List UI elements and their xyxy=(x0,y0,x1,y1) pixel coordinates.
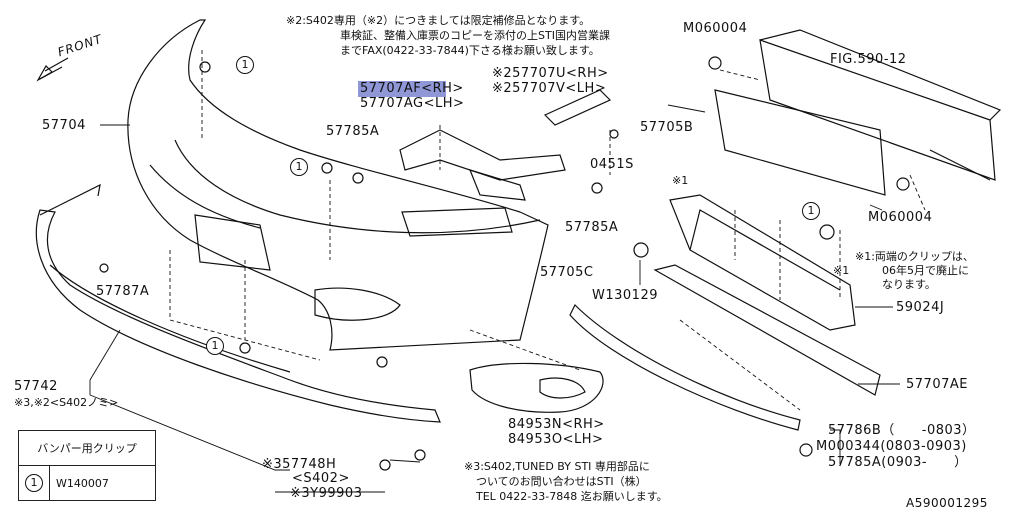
note-s1-line3: なります。 xyxy=(882,278,936,291)
side-brackets xyxy=(352,89,619,201)
part-57785A-bot: 57785A(0903- ） xyxy=(828,455,968,470)
note-s1-line2: 06年5月で廃止に xyxy=(882,264,969,277)
part-57705B: 57705B xyxy=(640,120,694,135)
part-57705C: 57705C xyxy=(540,265,594,280)
part-fig-590-12: FIG.590-12 xyxy=(830,52,907,67)
note-s1-line1: ※1:両端のクリップは、 xyxy=(855,250,974,263)
part-M060004-top: M060004 xyxy=(683,21,748,36)
highlight-mark xyxy=(358,81,446,97)
mark-1-right: ※1 xyxy=(833,264,850,277)
part-0451S: 0451S xyxy=(590,157,634,172)
front-arrow-icon xyxy=(36,57,69,82)
callout-1: 1 xyxy=(236,56,254,74)
part-84953O: 84953O<LH> xyxy=(508,432,604,447)
note-s3-line3: TEL 0422-33-7848 迄お願いします。 xyxy=(476,490,668,503)
part-57787A: 57787A xyxy=(96,284,150,299)
callout-1: 1 xyxy=(802,202,820,220)
part-257707U: ※257707U<RH> xyxy=(492,66,609,81)
figure-id: A590001295 xyxy=(906,496,988,510)
part-57704: 57704 xyxy=(42,118,86,133)
part-57707AG: 57707AG<LH> xyxy=(360,96,465,111)
part-57707AE: 57707AE xyxy=(906,377,968,392)
callout-1: 1 xyxy=(290,158,308,176)
legend-key: 1 xyxy=(25,474,43,492)
part-W130129: W130129 xyxy=(592,288,658,303)
callout-1: 1 xyxy=(206,337,224,355)
reinforcement-beam xyxy=(708,29,1002,196)
part-357748H-sub: <S402> xyxy=(292,471,350,486)
bolt-icons xyxy=(99,61,813,471)
part-3Y99903: ※3Y99903 xyxy=(290,486,363,501)
part-84953N: 84953N<RH> xyxy=(508,417,605,432)
legend-key-cell: 1 xyxy=(18,465,50,501)
part-257707V: ※257707V<LH> xyxy=(492,81,607,96)
part-M060004-bot: M060004 xyxy=(868,210,933,225)
fog-grille xyxy=(469,362,604,413)
lower-lip xyxy=(35,183,441,423)
part-57742-note: ※3,※2<S402ノミ> xyxy=(14,396,119,409)
legend-header: バンパー用クリップ xyxy=(18,430,156,466)
note-s2-line2: 車検証、整備入庫票のコピーを添付の上STI国内営業課 xyxy=(340,29,610,42)
part-57785A-top: 57785A xyxy=(326,124,380,139)
part-57785A-mid: 57785A xyxy=(565,220,619,235)
part-57742: 57742 xyxy=(14,379,58,394)
part-357748H: ※357748H xyxy=(262,457,337,472)
part-57786B: 57786B（ -0803） xyxy=(828,423,976,438)
note-s2-line3: までFAX(0422-33-7844)下さる様お願い致します。 xyxy=(340,44,600,57)
bumper-face xyxy=(127,19,549,351)
note-s3-line1: ※3:S402,TUNED BY STI 専用部品に xyxy=(464,460,650,473)
part-M000344: M000344(0803-0903) xyxy=(816,439,967,454)
part-57707AF: 57707AF<RH> xyxy=(360,81,464,96)
energy-absorber xyxy=(569,264,881,431)
legend-table: バンパー用クリップ 1 W140007 xyxy=(18,430,156,501)
part-59024J: 59024J xyxy=(896,300,945,315)
mark-1-top: ※1 xyxy=(672,174,689,187)
note-s3-line2: ついてのお問い合わせはSTI（株） xyxy=(476,475,647,488)
undercover xyxy=(633,194,856,331)
legend-value: W140007 xyxy=(49,465,156,501)
note-s2-line1: ※2:S402専用（※2）につきましては限定補修品となります。 xyxy=(286,14,591,27)
